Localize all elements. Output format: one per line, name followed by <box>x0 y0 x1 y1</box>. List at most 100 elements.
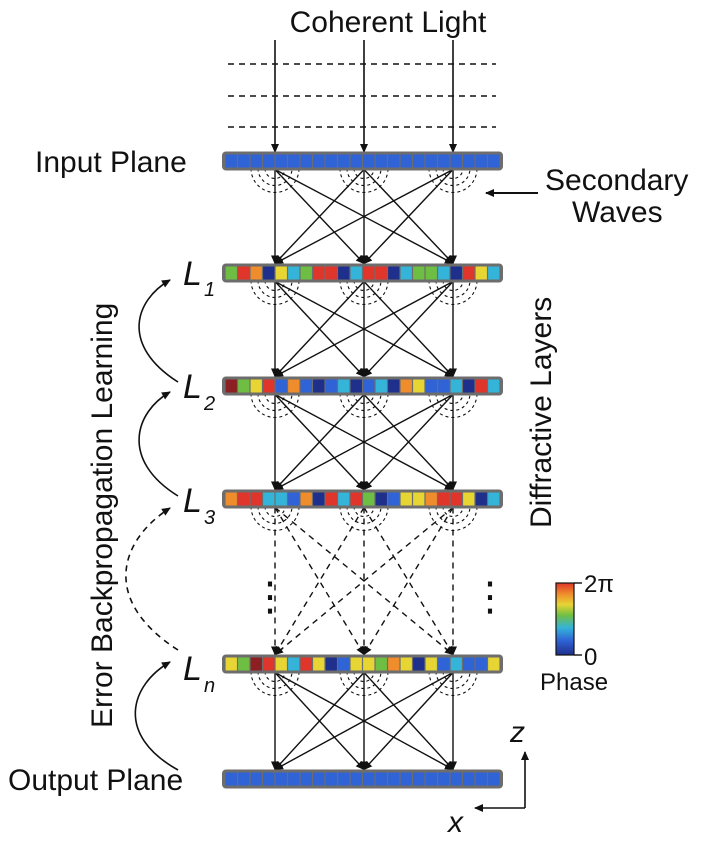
secondary-wave-arc <box>428 393 478 418</box>
phase-title: Phase <box>540 669 608 696</box>
layer-l3 <box>222 489 503 509</box>
output-plane-label: Output Plane <box>8 764 183 797</box>
layer-pixel <box>238 266 250 280</box>
secondary-wave-arc <box>339 506 389 531</box>
layer-pixel <box>400 492 412 506</box>
secondary-waves-label-line2: Waves <box>572 196 663 229</box>
layer-name-l2: L 2 <box>183 368 215 415</box>
phase-max-label: 2π <box>584 571 614 598</box>
layer-pixel <box>350 379 362 393</box>
layer-pixel <box>425 492 437 506</box>
secondary-wave-arc <box>428 506 478 531</box>
layer-pixel <box>425 154 437 168</box>
layer-pixel <box>288 379 300 393</box>
layer-pixel <box>275 657 287 671</box>
connection-arrow <box>274 672 365 771</box>
layer-pixel <box>313 772 325 786</box>
phase-min-label: 0 <box>584 644 597 671</box>
layer-pixel <box>463 492 475 506</box>
layer-pixel <box>313 379 325 393</box>
layer-pixel <box>338 266 350 280</box>
layer-pixel <box>388 772 400 786</box>
axis-x-label: x <box>446 806 464 839</box>
layer-name-ln: L n <box>183 650 215 697</box>
layer-subscript: 1 <box>204 279 215 301</box>
backprop-arrow-out-ln <box>134 661 179 771</box>
connection-arrow <box>274 281 365 378</box>
layer-pixel <box>263 379 275 393</box>
layer-pixel <box>288 154 300 168</box>
secondary-wave-arc <box>257 168 293 187</box>
layer-subscript: n <box>204 675 215 697</box>
connection-arrow <box>274 393 454 491</box>
layer-pixel <box>400 772 412 786</box>
backprop-arrow-l3-l2 <box>138 391 179 497</box>
secondary-wave-arc <box>257 506 293 525</box>
secondary-wave-arc <box>435 506 471 525</box>
layer-pixel <box>300 266 312 280</box>
layer-pixel <box>475 492 487 506</box>
layer-pixel <box>438 657 450 671</box>
layer-pixel <box>375 772 387 786</box>
layer-pixel <box>363 657 375 671</box>
secondary-wave-arc <box>428 671 478 696</box>
layer-pixel <box>400 657 412 671</box>
layer-pixel <box>325 379 337 393</box>
layer-pixel <box>263 657 275 671</box>
layer-pixel <box>413 657 425 671</box>
layer-pixel <box>450 492 462 506</box>
input-plane-label: Input Plane <box>35 146 187 179</box>
layer-pixel <box>325 772 337 786</box>
layer-pixel <box>300 657 312 671</box>
layer-pixel <box>375 379 387 393</box>
layer-pixel <box>288 657 300 671</box>
layer-pixel <box>425 772 437 786</box>
layer-pixel <box>350 492 362 506</box>
layer-pixel <box>263 772 275 786</box>
layer-pixel <box>338 772 350 786</box>
layer-pixel <box>300 492 312 506</box>
error-backprop-label: Error Backpropagation Learning <box>86 303 119 728</box>
secondary-wave-arc <box>250 506 300 531</box>
ellipsis-left: ⋮ <box>250 575 290 619</box>
layer-pixel <box>475 657 487 671</box>
layer-pixel <box>250 772 262 786</box>
layer-pixel <box>363 492 375 506</box>
connection-arrow <box>274 507 365 656</box>
layer-pixel <box>450 657 462 671</box>
layer-pixel <box>250 154 262 168</box>
layer-pixel <box>425 266 437 280</box>
secondary-waves-label-line1: Secondary <box>545 164 688 197</box>
layer-pixel <box>475 154 487 168</box>
layer-pixel <box>425 657 437 671</box>
connection-arrow <box>274 169 365 265</box>
layer-pixel <box>450 266 462 280</box>
layer-pixel <box>313 154 325 168</box>
layer-pixel <box>225 492 237 506</box>
layer-pixel <box>313 492 325 506</box>
layer-pixel <box>375 266 387 280</box>
layer-pixel <box>325 154 337 168</box>
layer-pixel <box>463 657 475 671</box>
layer-subscript: 3 <box>204 507 215 529</box>
layer-pixel <box>275 154 287 168</box>
layer-pixel <box>363 772 375 786</box>
diffractive-layers-label: Diffractive Layers <box>525 297 558 528</box>
secondary-wave-arc <box>428 168 478 193</box>
secondary-wave-arcs <box>250 168 478 696</box>
layer-name-l3: L 3 <box>183 482 215 529</box>
layer-pixel <box>225 379 237 393</box>
layer-pixel <box>300 154 312 168</box>
layer-pixel <box>363 154 375 168</box>
connection-arrow <box>274 671 454 771</box>
layer-pixel <box>350 772 362 786</box>
layer-pixel <box>250 266 262 280</box>
layer-letter: L <box>183 368 202 406</box>
layer-subscript: 2 <box>203 393 215 415</box>
layer-pixel <box>300 379 312 393</box>
layer-pixel <box>413 379 425 393</box>
layer-pixel <box>238 772 250 786</box>
layer-pixel <box>350 657 362 671</box>
layer-pixel <box>463 154 475 168</box>
layer-pixel <box>325 492 337 506</box>
